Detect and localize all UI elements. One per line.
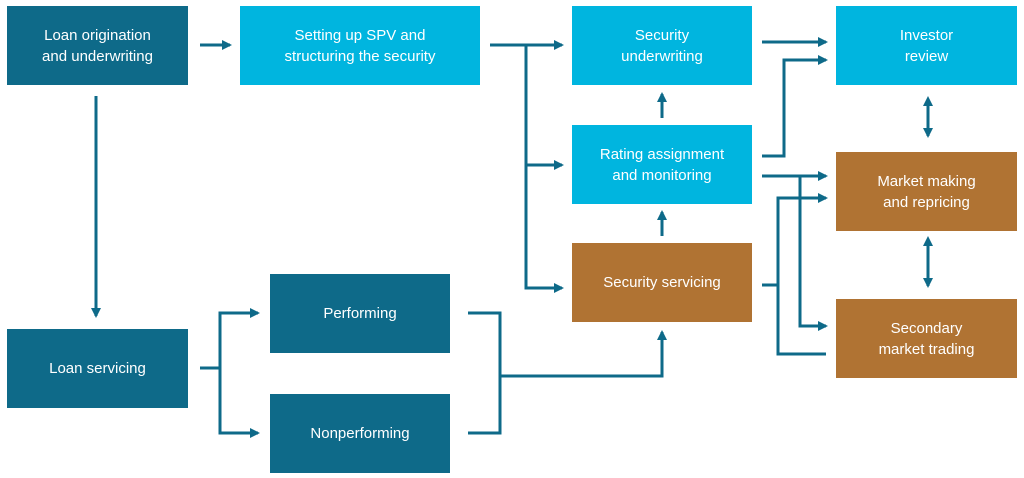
- node-rating-assignment: Rating assignment and monitoring: [572, 125, 752, 204]
- arrow-loan-servicing-to-performing: [200, 308, 260, 370]
- node-market-making-label: Market making and repricing: [877, 172, 976, 211]
- arrow-loan-servicing-to-nonperforming: [218, 368, 260, 438]
- node-spv-structuring-label: Setting up SPV and structuring the secur…: [284, 26, 436, 65]
- node-security-servicing-label: Security servicing: [603, 274, 721, 291]
- arrow-rating-to-investor: [762, 55, 828, 158]
- arrow-performing-to-security-servicing: [468, 311, 667, 378]
- node-performing-label: Performing: [323, 305, 397, 322]
- node-performing: Performing: [270, 274, 450, 353]
- arrow-nonperforming-to-security-servicing: [468, 376, 502, 435]
- node-investor-review-label: Investor review: [899, 26, 954, 65]
- node-loan-origination: Loan origination and underwriting: [7, 6, 188, 85]
- node-security-servicing: Security servicing: [572, 243, 752, 322]
- arrow-security-servicing-to-market-making: [762, 193, 828, 287]
- node-nonperforming-label: Nonperforming: [310, 425, 410, 442]
- arrow-rating-to-secondary: [798, 176, 828, 331]
- arrow-security-servicing-to-secondary: [776, 285, 826, 356]
- node-spv-structuring: Setting up SPV and structuring the secur…: [240, 6, 480, 85]
- node-market-making: Market making and repricing: [836, 152, 1017, 231]
- node-security-underwriting: Security underwriting: [572, 6, 752, 85]
- arrow-spv-to-rating: [524, 45, 564, 170]
- node-secondary-market-label: Secondary market trading: [878, 319, 975, 358]
- node-nonperforming: Nonperforming: [270, 394, 450, 473]
- node-loan-servicing-label: Loan servicing: [49, 360, 146, 377]
- node-loan-origination-label: Loan origination and underwriting: [42, 26, 153, 65]
- node-investor-review: Investor review: [836, 6, 1017, 85]
- node-security-underwriting-label: Security underwriting: [621, 26, 703, 65]
- node-rating-assignment-label: Rating assignment and monitoring: [599, 145, 725, 184]
- node-loan-servicing: Loan servicing: [7, 329, 188, 408]
- node-secondary-market: Secondary market trading: [836, 299, 1017, 378]
- arrow-spv-to-security-servicing: [524, 165, 564, 293]
